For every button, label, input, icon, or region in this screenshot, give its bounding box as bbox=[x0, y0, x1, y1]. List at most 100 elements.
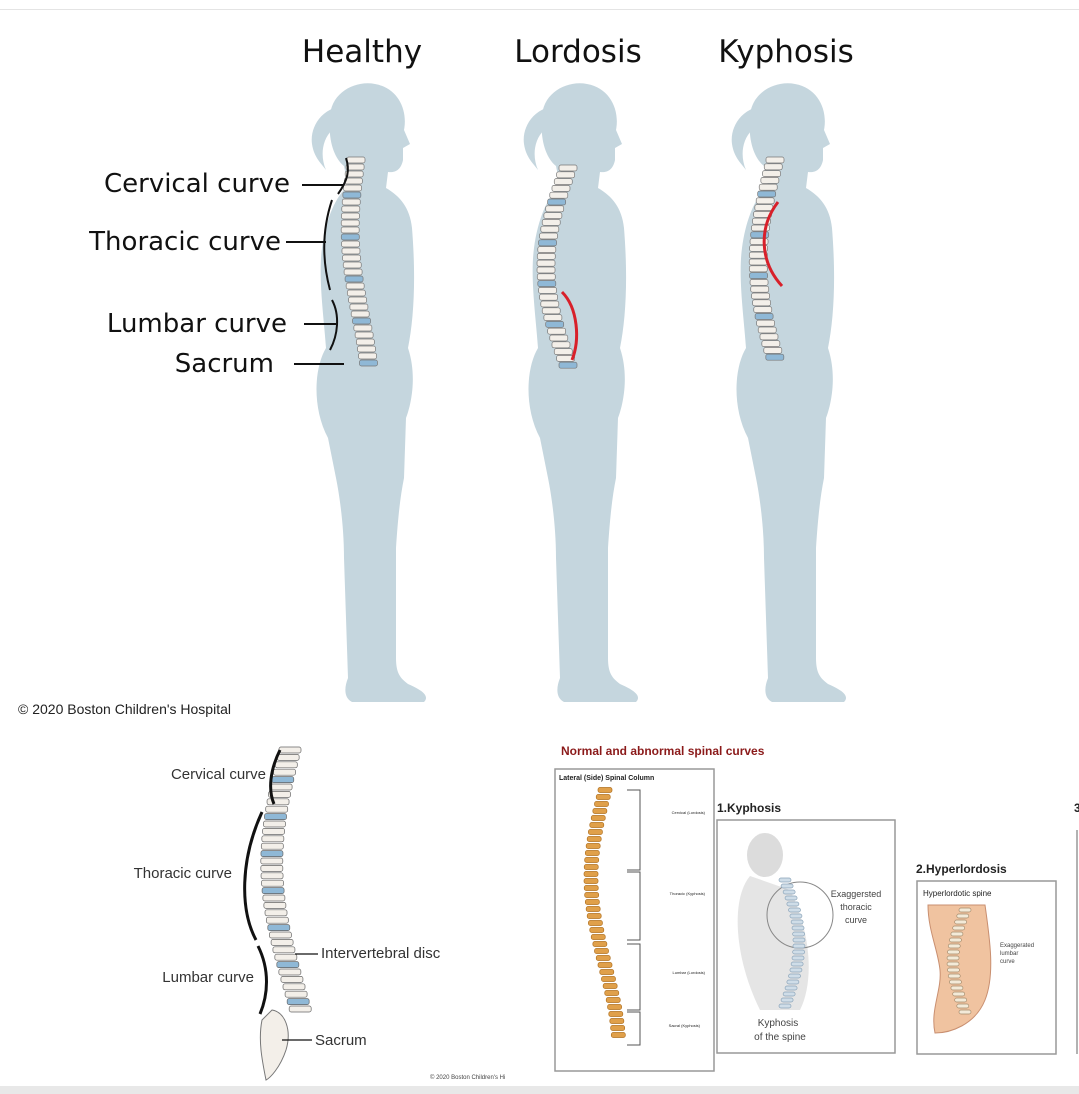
copyright-top: © 2020 Boston Children's Hospital bbox=[18, 701, 231, 717]
healthy-vertebra bbox=[345, 282, 365, 290]
label-lumbar-curve: Lumbar curve bbox=[107, 309, 287, 339]
lateral-vertebra bbox=[607, 1004, 622, 1010]
bl-vertebra bbox=[273, 768, 296, 776]
hyperlordosis-vertebra bbox=[946, 961, 960, 967]
bl-sacrum-shape bbox=[259, 1009, 289, 1081]
kyphosis-vertebra bbox=[755, 197, 775, 205]
healthy-vertebra bbox=[346, 289, 366, 297]
figure-healthy bbox=[311, 83, 427, 702]
kyphosis-title: 1.Kyphosis bbox=[717, 801, 781, 815]
kyphosis-vertebra bbox=[748, 265, 768, 273]
kyphosis-vertebra bbox=[765, 353, 785, 361]
lordosis-vertebra bbox=[553, 348, 573, 355]
bl-vertebra bbox=[260, 865, 284, 872]
lateral-vertebra bbox=[585, 906, 601, 912]
heading-kyphosis: Kyphosis bbox=[718, 34, 854, 70]
hyperlordosis-vertebra bbox=[958, 907, 972, 913]
hyperlordosis-vertebra bbox=[947, 967, 960, 973]
lateral-vertebra bbox=[599, 969, 615, 975]
kyphosis-box-vertebra bbox=[784, 895, 798, 901]
lateral-vertebra bbox=[584, 899, 600, 905]
bl-vertebra bbox=[261, 887, 285, 894]
bl-leader-lines bbox=[282, 953, 318, 1041]
lateral-vertebra bbox=[583, 878, 599, 884]
figure-kyphosis bbox=[731, 83, 847, 702]
kyphosis-vertebra bbox=[756, 319, 775, 327]
bl-vertebra bbox=[262, 894, 286, 902]
hyper-subtitle: Hyperlordotic spine bbox=[923, 889, 992, 898]
kyphosis-vertebra bbox=[753, 306, 773, 313]
healthy-vertebra bbox=[341, 247, 361, 255]
bl-vertebra bbox=[265, 916, 289, 924]
lateral-vertebra bbox=[590, 934, 606, 940]
lateral-vertebra bbox=[584, 850, 600, 856]
healthy-vertebra bbox=[353, 324, 373, 332]
hyperlordosis-vertebra bbox=[954, 919, 968, 925]
hyperlordosis-vertebra bbox=[952, 925, 966, 931]
bl-vertebra bbox=[261, 835, 285, 843]
kyphosis-box-vertebra bbox=[780, 997, 794, 1003]
heading-lordosis: Lordosis bbox=[514, 34, 641, 70]
healthy-vertebra bbox=[343, 184, 362, 192]
healthy-vertebra bbox=[348, 296, 367, 304]
kyphosis-vertebra bbox=[757, 326, 777, 334]
hyperlordosis-vertebra bbox=[947, 943, 961, 949]
bl-vertebra bbox=[264, 909, 288, 917]
healthy-vertebra bbox=[346, 156, 366, 164]
kyphosis-box-vertebra bbox=[778, 1003, 792, 1009]
kyphosis-red-curve bbox=[762, 201, 784, 288]
lateral-vertebra bbox=[594, 801, 609, 807]
lordosis-vertebra bbox=[558, 361, 578, 369]
bl-vertebra bbox=[260, 842, 284, 850]
lordosis-vertebra bbox=[540, 300, 560, 308]
lordosis-vertebra bbox=[556, 355, 575, 362]
lateral-vertebra bbox=[589, 822, 605, 828]
kyphosis-vertebra bbox=[763, 163, 783, 171]
lateral-vertebra bbox=[588, 920, 603, 926]
bl-vertebra bbox=[265, 805, 289, 813]
kyphosis-vertebra bbox=[760, 177, 780, 184]
cut-off-title: 3 bbox=[1074, 801, 1079, 815]
lateral-vertebra bbox=[584, 857, 600, 863]
hyperlordosis-vertebra bbox=[950, 985, 964, 991]
lateral-box bbox=[554, 768, 715, 1072]
kyphosis-caption-2: of the spine bbox=[754, 1032, 806, 1043]
kyphosis-box-vertebra bbox=[789, 913, 803, 919]
hyperlordosis-vertebra bbox=[946, 955, 960, 961]
label-cervical-curve: Cervical curve bbox=[104, 169, 290, 199]
lateral-vertebra bbox=[601, 976, 616, 982]
healthy-vertebra bbox=[354, 331, 374, 339]
lateral-vertebra bbox=[585, 843, 601, 849]
kyphosis-vertebra bbox=[749, 272, 768, 279]
orange-spine bbox=[583, 787, 626, 1038]
bottom-left-spine bbox=[260, 746, 312, 1013]
lateral-vertebra bbox=[597, 962, 613, 968]
lordosis-vertebra bbox=[537, 246, 557, 253]
kyphosis-vertebra bbox=[758, 183, 778, 191]
hyperlordosis-vertebra bbox=[954, 997, 968, 1003]
bl-vertebra bbox=[272, 946, 296, 954]
kyphosis-vertebra bbox=[765, 156, 785, 164]
kyphosis-vertebra bbox=[759, 333, 779, 341]
curves-title: Normal and abnormal spinal curves bbox=[561, 744, 765, 758]
bl-vertebra bbox=[271, 776, 295, 783]
bl-vertebra bbox=[280, 976, 304, 983]
kyphosis-box-vertebra bbox=[780, 883, 794, 889]
healthy-vertebra bbox=[344, 275, 364, 283]
healthy-vertebra bbox=[358, 352, 377, 360]
hyperlordosis-vertebra bbox=[950, 931, 964, 937]
kyphosis-box-vertebra bbox=[790, 919, 804, 925]
kyphosis-figure bbox=[737, 833, 834, 1010]
lateral-vertebra bbox=[604, 990, 620, 996]
kyphosis-vertebra bbox=[748, 251, 768, 259]
healthy-vertebra bbox=[342, 191, 362, 199]
healthy-vertebra bbox=[359, 359, 378, 367]
kyphosis-box-vertebra bbox=[782, 991, 796, 997]
lateral-vertebra bbox=[605, 997, 621, 1003]
hyperlordosis-vertebra bbox=[949, 979, 962, 985]
kyphosis-box-vertebra bbox=[792, 949, 805, 955]
lordosis-vertebra bbox=[536, 253, 556, 260]
kyphosis-box-vertebra bbox=[790, 961, 804, 967]
lordosis-vertebra bbox=[541, 219, 561, 226]
